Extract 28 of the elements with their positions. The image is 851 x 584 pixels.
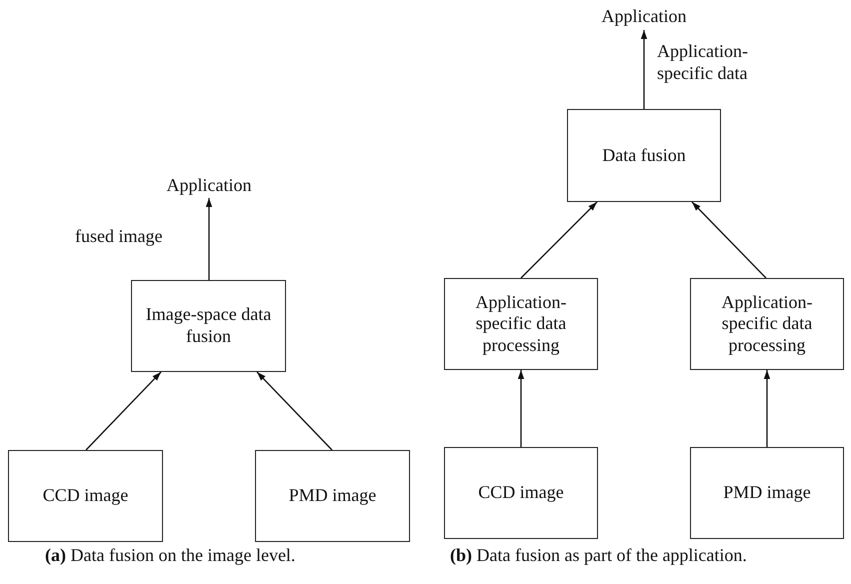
process-box [255, 450, 410, 542]
process-box [131, 280, 286, 372]
arrow [692, 202, 766, 278]
figure-caption: (a) Data fusion on the image level. [45, 545, 296, 566]
process-box [8, 450, 163, 542]
arrow [640, 30, 648, 109]
arrow [518, 370, 524, 447]
process-box [690, 447, 844, 539]
arrow [86, 372, 162, 450]
box-text: PMD image [288, 485, 376, 507]
endpoint-label: Application [580, 4, 708, 30]
box-text: Image-space data fusion [144, 304, 272, 348]
endpoint-label: Application [145, 174, 273, 198]
box-text: PMD image [723, 482, 811, 504]
arrow [520, 202, 598, 278]
process-box [444, 278, 598, 370]
box-text: Data fusion [602, 144, 686, 166]
figure-caption: (b) Data fusion as part of the application. [450, 545, 747, 566]
box-text: CCD image [42, 485, 128, 507]
process-box [444, 447, 598, 539]
box-text: Application-specific data processing [474, 292, 568, 356]
box-text: Application-specific data processing [720, 292, 814, 356]
arrow [256, 372, 332, 450]
arrow [206, 198, 212, 280]
process-box [690, 278, 844, 370]
box-text: CCD image [478, 482, 564, 504]
process-box [567, 109, 721, 202]
arrow [764, 370, 770, 447]
